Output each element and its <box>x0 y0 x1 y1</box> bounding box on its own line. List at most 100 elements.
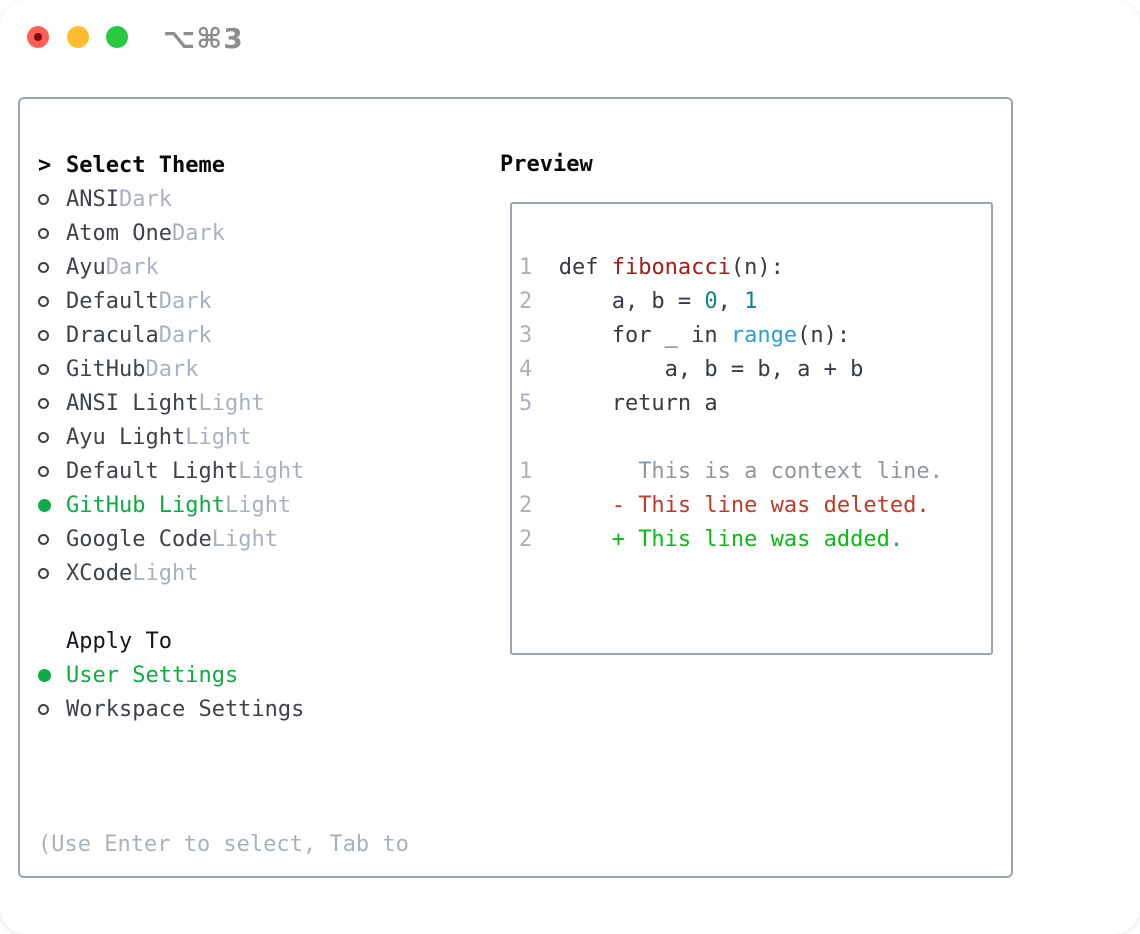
maximize-button[interactable] <box>106 26 128 48</box>
code-token-plain: , <box>717 289 745 314</box>
theme-option-google-code[interactable]: Google Code Light <box>38 522 409 556</box>
radio-icon <box>38 397 66 409</box>
diff-text: This is a context line. <box>558 459 943 484</box>
apply-to-heading-label: Apply To <box>66 628 172 654</box>
theme-name: GitHub Light <box>66 492 225 518</box>
theme-variant: Dark <box>145 356 199 382</box>
theme-option-ansi[interactable]: ANSI Dark <box>38 182 409 216</box>
theme-variant: Dark <box>118 186 172 212</box>
titlebar: ⌥⌘3 <box>0 0 1140 74</box>
theme-variant: Light <box>132 560 199 586</box>
code-token-plain: def <box>558 255 612 280</box>
theme-option-ayu-light[interactable]: Ayu Light Light <box>38 420 409 454</box>
cursor-prompt-icon: > <box>38 152 52 178</box>
theme-name: XCode <box>66 560 133 586</box>
theme-name: Default Light <box>66 458 239 484</box>
unsaved-dot-icon <box>34 33 42 41</box>
radio-icon <box>38 533 66 545</box>
radio-icon <box>38 261 66 273</box>
radio-icon <box>38 431 66 443</box>
apply-option-user-settings[interactable]: User Settings <box>38 658 409 692</box>
select-theme-heading-label: Select Theme <box>66 152 225 178</box>
diff-line-context: 1 This is a context line. <box>519 455 991 489</box>
code-token-plain: return a <box>558 391 718 416</box>
theme-variant: Light <box>238 458 305 484</box>
close-button[interactable] <box>27 26 49 48</box>
code-line: 3 for _ in range(n): <box>519 319 991 353</box>
hint-text: (Use Enter to select, Tab to change focu… <box>38 760 409 934</box>
code-token-plain: (n): <box>730 255 784 280</box>
theme-variant: Dark <box>158 322 212 348</box>
theme-option-dracula[interactable]: Dracula Dark <box>38 318 409 352</box>
theme-option-ansi-light[interactable]: ANSI Light Light <box>38 386 409 420</box>
code-token-builtin: range <box>730 323 798 348</box>
code-line: 5 return a <box>519 387 991 421</box>
theme-variant: Dark <box>171 220 225 246</box>
apply-to-heading: Apply To <box>38 624 409 658</box>
line-number: 3 <box>519 323 533 348</box>
line-number: 4 <box>519 357 533 382</box>
line-number: 2 <box>519 527 533 552</box>
theme-variant: Light <box>198 390 265 416</box>
apply-option-label: User Settings <box>66 662 239 688</box>
code-line: 2 a, b = 0, 1 <box>519 285 991 319</box>
radio-icon <box>38 465 66 477</box>
theme-variant: Light <box>224 492 292 518</box>
window-title: ⌥⌘3 <box>163 22 244 55</box>
line-number: 2 <box>519 493 533 518</box>
diff-line-deleted: 2 - This line was deleted. <box>519 489 991 523</box>
diff-line-added: 2 + This line was added. <box>519 523 991 557</box>
theme-option-xcode[interactable]: XCode Light <box>38 556 409 590</box>
theme-name: Default <box>66 288 159 314</box>
blank-line <box>519 421 991 455</box>
theme-variant: Dark <box>158 288 212 314</box>
theme-name: Ayu Light <box>66 424 186 450</box>
code-token-function: fibonacci <box>611 255 731 280</box>
theme-option-github-light[interactable]: GitHub Light Light <box>38 488 409 522</box>
spacer <box>38 726 409 760</box>
radio-icon <box>38 329 66 341</box>
line-number: 1 <box>519 459 533 484</box>
line-number: 1 <box>519 255 533 280</box>
line-number: 2 <box>519 289 533 314</box>
theme-variant: Dark <box>105 254 159 280</box>
minimize-button[interactable] <box>67 26 89 48</box>
theme-name: Ayu <box>66 254 106 280</box>
radio-icon <box>38 295 66 307</box>
theme-name: Google Code <box>66 526 212 552</box>
radio-icon <box>38 193 66 205</box>
code-token-number: 1 <box>744 289 758 314</box>
theme-option-default[interactable]: Default Dark <box>38 284 409 318</box>
theme-option-atom-one[interactable]: Atom One Dark <box>38 216 409 250</box>
diff-preview: 1 This is a context line.2 - This line w… <box>519 455 991 557</box>
code-token-plain: a, b = b, a + b <box>558 357 864 382</box>
apply-option-label: Workspace Settings <box>66 696 305 722</box>
preview-heading: Preview <box>500 152 593 177</box>
radio-icon <box>38 703 66 715</box>
theme-name: GitHub <box>66 356 146 382</box>
radio-icon <box>38 227 66 239</box>
theme-name: ANSI <box>66 186 119 212</box>
theme-option-ayu[interactable]: Ayu Dark <box>38 250 409 284</box>
line-number: 5 <box>519 391 533 416</box>
select-theme-heading: > Select Theme <box>38 148 409 182</box>
code-token-plain: (n): <box>797 323 851 348</box>
theme-option-github[interactable]: GitHub Dark <box>38 352 409 386</box>
diff-text: - This line was deleted. <box>558 493 930 518</box>
code-token-number: 0 <box>704 289 718 314</box>
radio-selected-icon <box>38 498 66 512</box>
code-token-plain: for _ in <box>558 323 731 348</box>
theme-name: Dracula <box>66 322 159 348</box>
radio-selected-icon <box>38 668 66 682</box>
theme-variant: Light <box>185 424 252 450</box>
diff-text: + This line was added. <box>558 527 904 552</box>
code-line: 4 a, b = b, a + b <box>519 353 991 387</box>
apply-option-workspace-settings[interactable]: Workspace Settings <box>38 692 409 726</box>
theme-option-default-light[interactable]: Default Light Light <box>38 454 409 488</box>
theme-name: ANSI Light <box>66 390 199 416</box>
